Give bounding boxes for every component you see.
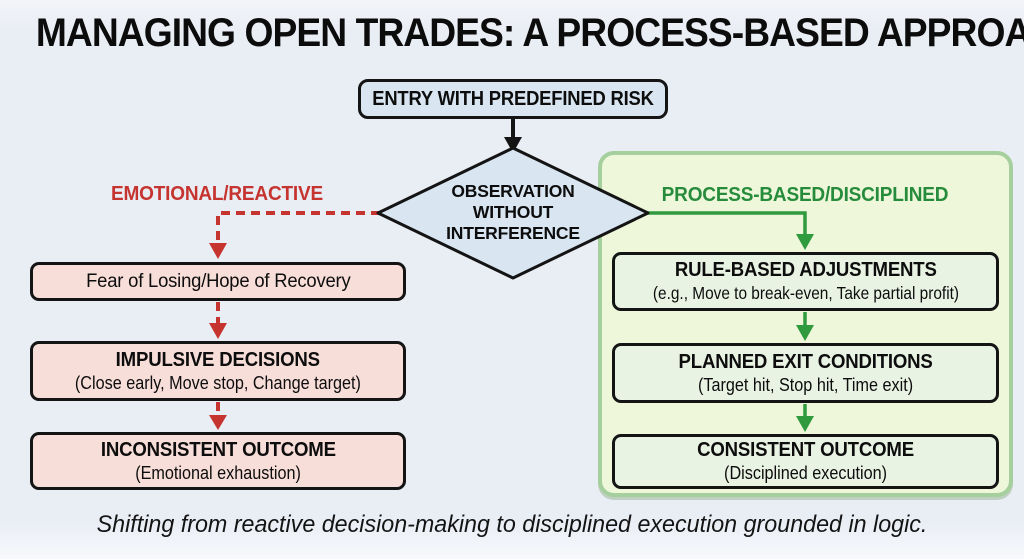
right-box-consistent: CONSISTENT OUTCOME (Disciplined executio… bbox=[612, 434, 999, 489]
decision-diamond-shape bbox=[376, 146, 650, 280]
decision-line-1: OBSERVATION bbox=[451, 181, 575, 201]
right-box-consistent-title: CONSISTENT OUTCOME bbox=[697, 439, 914, 461]
arrow-left-1 bbox=[209, 302, 227, 339]
page-title: MANAGING OPEN TRADES: A PROCESS-BASED AP… bbox=[35, 11, 1024, 55]
left-box-fear: Fear of Losing/Hope of Recovery bbox=[30, 262, 406, 301]
arrow-right-1 bbox=[796, 312, 814, 341]
arrow-left-2 bbox=[209, 402, 227, 430]
arrow-entry-down bbox=[504, 119, 522, 153]
entry-box: ENTRY WITH PREDEFINED RISK bbox=[358, 79, 668, 119]
left-box-impulsive: IMPULSIVE DECISIONS (Close early, Move s… bbox=[30, 341, 406, 401]
caption: Shifting from reactive decision-making t… bbox=[96, 511, 928, 538]
right-box-planned-exit-subtitle: (Target hit, Stop hit, Time exit) bbox=[697, 374, 914, 395]
right-box-planned-exit-title: PLANNED EXIT CONDITIONS bbox=[678, 350, 933, 373]
entry-label: ENTRY WITH PREDEFINED RISK bbox=[372, 87, 654, 110]
decision-label: OBSERVATION WITHOUT INTERFERENCE bbox=[403, 181, 623, 244]
decision-line-3: INTERFERENCE bbox=[446, 223, 580, 243]
left-box-impulsive-title: IMPULSIVE DECISIONS bbox=[115, 348, 321, 371]
process-branch-label: PROCESS-BASED/DISCIPLINED bbox=[661, 184, 949, 206]
right-box-consistent-subtitle: (Disciplined execution) bbox=[724, 463, 887, 483]
arrow-right-2 bbox=[796, 404, 814, 432]
right-box-planned-exit: PLANNED EXIT CONDITIONS (Target hit, Sto… bbox=[612, 343, 999, 403]
decision-line-2: WITHOUT bbox=[472, 202, 554, 222]
left-box-inconsistent-title: INCONSISTENT OUTCOME bbox=[100, 438, 336, 461]
right-box-rule-based-title: RULE-BASED ADJUSTMENTS bbox=[674, 259, 937, 281]
left-box-inconsistent: INCONSISTENT OUTCOME (Emotional exhausti… bbox=[30, 432, 406, 490]
arrow-branch-left bbox=[209, 211, 380, 259]
emotional-branch-label: EMOTIONAL/REACTIVE bbox=[111, 183, 323, 205]
right-box-rule-based: RULE-BASED ADJUSTMENTS (e.g., Move to br… bbox=[612, 252, 999, 311]
right-box-rule-based-subtitle: (e.g., Move to break-even, Take partial … bbox=[652, 283, 959, 303]
left-box-inconsistent-subtitle: (Emotional exhaustion) bbox=[135, 462, 301, 483]
arrow-branch-right bbox=[646, 211, 814, 250]
left-box-impulsive-subtitle: (Close early, Move stop, Change target) bbox=[74, 372, 362, 393]
left-box-fear-title: Fear of Losing/Hope of Recovery bbox=[85, 270, 351, 292]
